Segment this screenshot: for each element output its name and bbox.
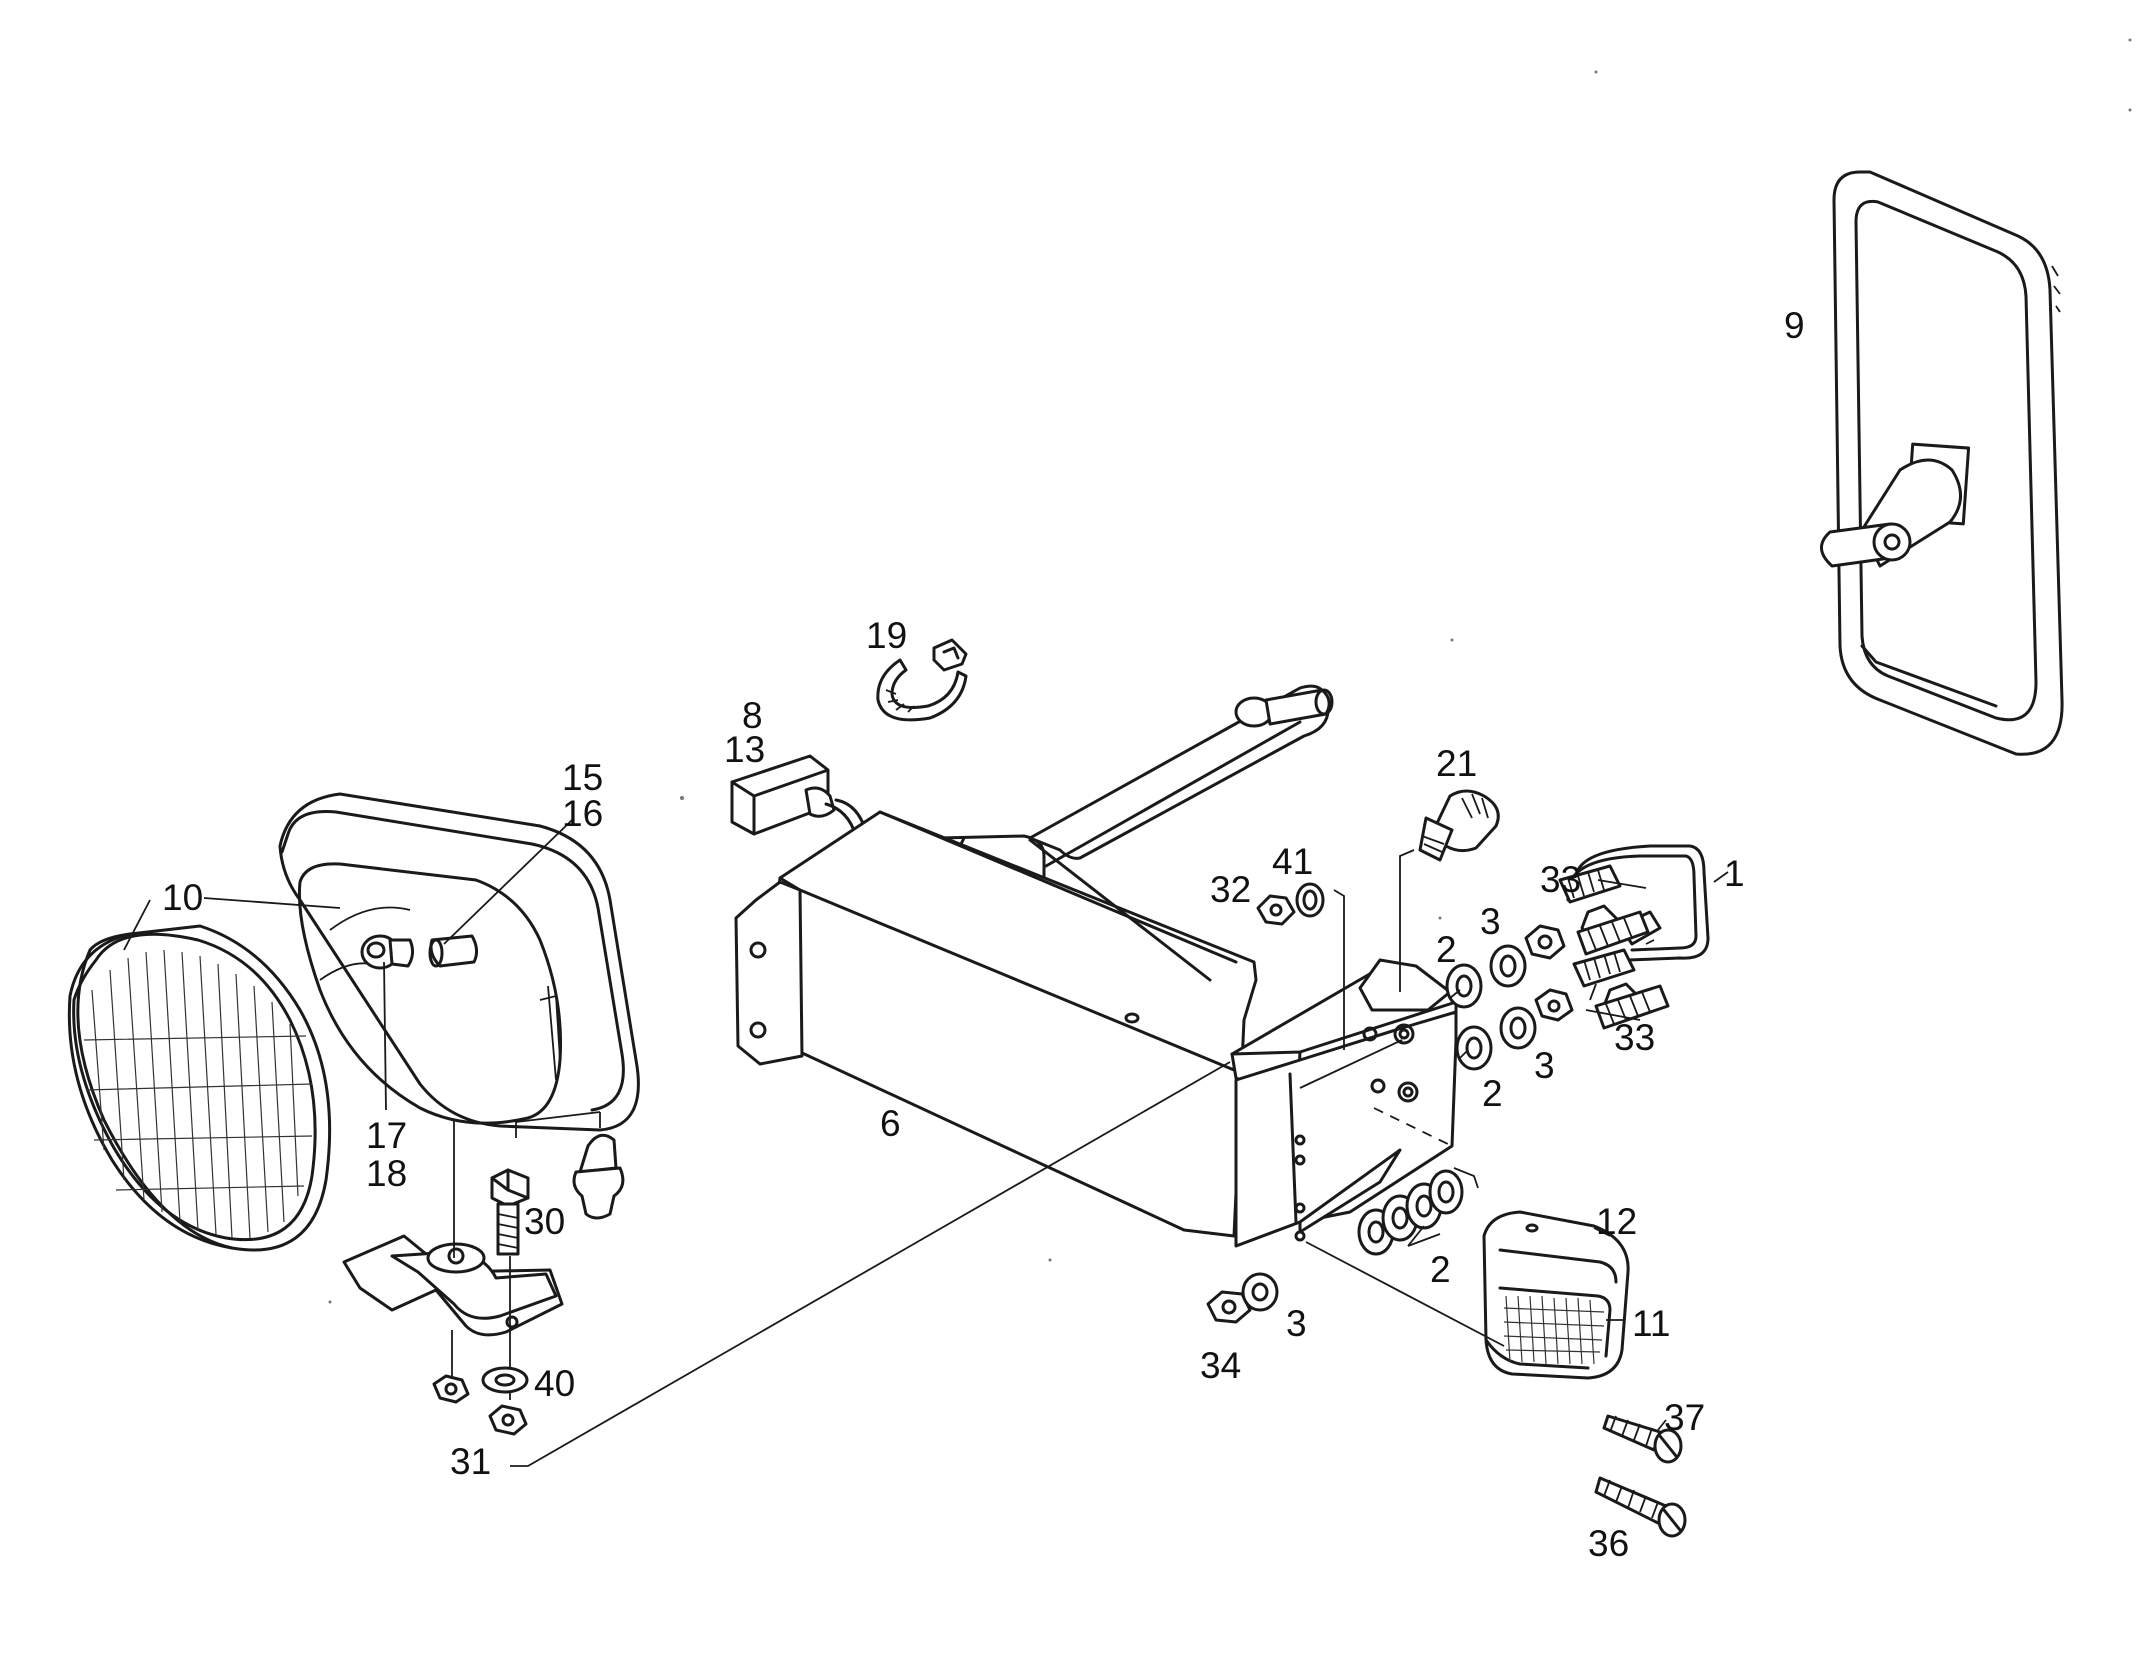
- callout-17: 17: [366, 1115, 407, 1156]
- callout-2-stack: 2: [1430, 1249, 1451, 1290]
- washer-41: [1295, 882, 1345, 1050]
- callout-41: 41: [1272, 841, 1313, 882]
- washer-3-bottom: [1241, 1272, 1279, 1312]
- washer-3-lower: [1499, 1006, 1537, 1050]
- washer-40: [481, 1366, 529, 1394]
- callout-6: 6: [880, 1103, 901, 1144]
- bolt-30: [490, 1168, 530, 1400]
- hex-nut-34: [1206, 1290, 1252, 1324]
- callout-2-lower: 2: [1482, 1073, 1503, 1114]
- rubber-grommet: [515, 1111, 625, 1220]
- callout-36: 36: [1588, 1523, 1629, 1564]
- callout-2-upper: 2: [1436, 929, 1457, 970]
- rear-view-mirror: [1820, 170, 2064, 756]
- callout-33-upper: 33: [1540, 859, 1581, 900]
- callout-1: 1: [1724, 853, 1745, 894]
- callout-labels: 1 2 3 2 3 2 3 6 8 9 10 11 12 13 15 16 17…: [162, 305, 1805, 1564]
- callout-10: 10: [162, 877, 203, 918]
- callout-40: 40: [534, 1363, 575, 1404]
- washer-2-upper: [1445, 963, 1483, 1009]
- callout-15: 15: [562, 757, 603, 798]
- washer-3-upper: [1489, 944, 1527, 988]
- callout-21: 21: [1436, 743, 1477, 784]
- callout-33-lower: 33: [1614, 1017, 1655, 1058]
- callout-34: 34: [1200, 1345, 1241, 1386]
- headlamp-lens: [67, 924, 332, 1252]
- washer-2-lower: [1455, 1025, 1493, 1071]
- callout-32: 32: [1210, 869, 1251, 910]
- hex-nut-33-upper: [1524, 924, 1566, 960]
- leader-lines: [123, 819, 1729, 1467]
- callout-30: 30: [524, 1201, 565, 1242]
- lamp-bulb: [360, 934, 415, 970]
- cable-tie: [876, 638, 968, 722]
- bolt-21: [1399, 789, 1500, 992]
- connector-block: [730, 754, 872, 854]
- callout-12: 12: [1596, 1201, 1637, 1242]
- washer-stack: [1357, 1167, 1479, 1256]
- callout-3-upper: 3: [1480, 901, 1501, 942]
- callout-19: 19: [866, 615, 907, 656]
- headlamp-housing: [278, 792, 640, 1132]
- lens-pattern: [83, 949, 313, 1239]
- callout-13: 13: [724, 729, 765, 770]
- callout-9: 9: [1784, 305, 1805, 346]
- main-frame-beam: [734, 810, 1458, 1248]
- hex-nut-31: [488, 1404, 528, 1436]
- callout-3-bottom: 3: [1286, 1303, 1307, 1344]
- screw-37: [1602, 1414, 1683, 1464]
- callout-11: 11: [1632, 1303, 1670, 1344]
- hex-nut-32: [1256, 894, 1296, 926]
- scan-specks: [328, 38, 2132, 1304]
- lamp-bracket: [342, 1120, 564, 1337]
- callout-37: 37: [1664, 1397, 1705, 1438]
- stud-upper: [1576, 910, 1650, 956]
- marker-lens-grid: [1503, 1295, 1605, 1365]
- hex-nut-33-lower: [1534, 988, 1574, 1022]
- callout-31: 31: [450, 1441, 491, 1482]
- lamp-socket: [428, 934, 479, 968]
- hex-nut-left: [432, 1330, 470, 1404]
- callout-18: 18: [366, 1153, 407, 1194]
- screw-36: [1594, 1476, 1687, 1538]
- callout-16: 16: [562, 793, 603, 834]
- marker-lamp: [1482, 1210, 1630, 1380]
- callout-3-lower: 3: [1534, 1045, 1555, 1086]
- callout-8: 8: [742, 695, 763, 736]
